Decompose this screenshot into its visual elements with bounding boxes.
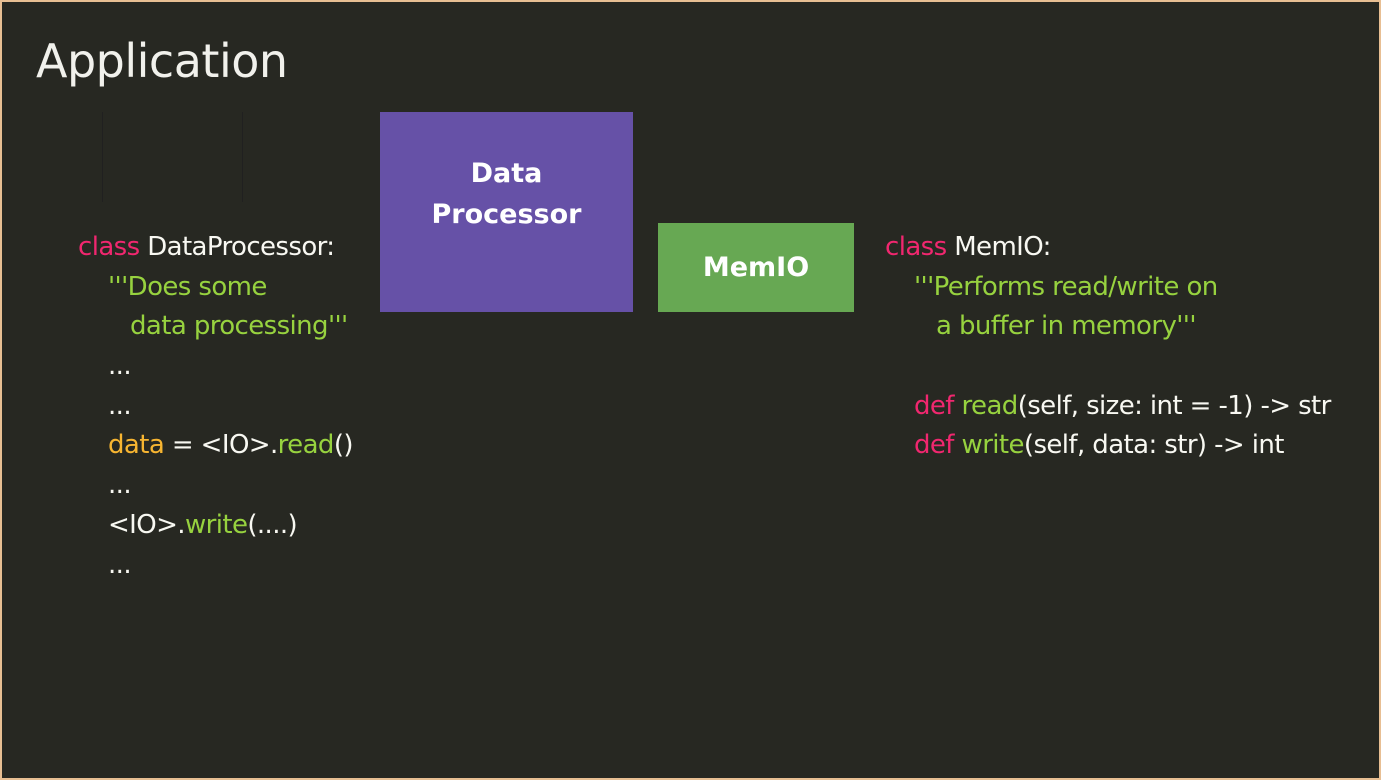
code-line: class MemIO: — [885, 234, 1051, 260]
code-line: class DataProcessor: — [78, 232, 335, 262]
ellipsis: ... — [108, 351, 132, 381]
io-prefix: <IO>. — [108, 510, 186, 540]
code-line: a buffer in memory''' — [936, 313, 1196, 339]
assign-expr: = <IO>. — [164, 430, 278, 460]
class-name: MemIO: — [946, 232, 1051, 262]
class-name: DataProcessor: — [139, 232, 335, 262]
keyword-def: def — [914, 391, 954, 421]
memio-label: MemIO — [702, 252, 810, 283]
ellipsis: ... — [108, 391, 132, 421]
ellipsis: ... — [108, 550, 132, 580]
data-processor-label-line1: Data — [470, 158, 543, 189]
read-parens: () — [333, 430, 354, 460]
ellipsis: ... — [108, 470, 132, 500]
code-line: data processing''' — [130, 313, 348, 339]
keyword-class: class — [885, 232, 947, 262]
docstring: a buffer in memory''' — [936, 311, 1196, 341]
faint-divider — [102, 112, 103, 202]
keyword-def: def — [914, 430, 954, 460]
docstring: '''Performs read/write on — [914, 272, 1218, 302]
docstring: data processing''' — [130, 311, 348, 341]
read-signature: (self, size: int = -1) -> str — [1017, 391, 1332, 421]
code-line: data = <IO>.read() — [108, 430, 354, 460]
code-line: '''Does some — [108, 274, 267, 300]
code-line: ... — [108, 470, 132, 500]
code-line: '''Performs read/write on — [914, 274, 1218, 300]
write-args: (....) — [247, 510, 298, 540]
code-line: ... — [108, 550, 132, 580]
data-processor-box: Data Processor — [380, 112, 633, 312]
method-write: write — [953, 430, 1025, 460]
write-call: write — [184, 510, 248, 540]
code-line: ... — [108, 391, 132, 421]
write-signature: (self, data: str) -> int — [1023, 430, 1285, 460]
data-processor-label-line2: Processor — [431, 199, 582, 230]
memio-box: MemIO — [658, 223, 854, 312]
code-line: def write(self, data: str) -> int — [914, 432, 1284, 458]
method-read: read — [953, 391, 1019, 421]
variable-data: data — [108, 430, 165, 460]
code-line: <IO>.write(....) — [108, 510, 298, 540]
application-title: Application — [36, 34, 288, 88]
read-call: read — [277, 430, 335, 460]
dataprocessor-code-block: class DataProcessor: '''Does some data p… — [78, 234, 378, 594]
keyword-class: class — [78, 232, 140, 262]
faint-divider — [242, 112, 243, 202]
code-line: def read(self, size: int = -1) -> str — [914, 393, 1331, 419]
memio-code-block: class MemIO: '''Performs read/write on a… — [885, 234, 1375, 474]
docstring: '''Does some — [108, 272, 267, 302]
code-line: ... — [108, 351, 132, 381]
